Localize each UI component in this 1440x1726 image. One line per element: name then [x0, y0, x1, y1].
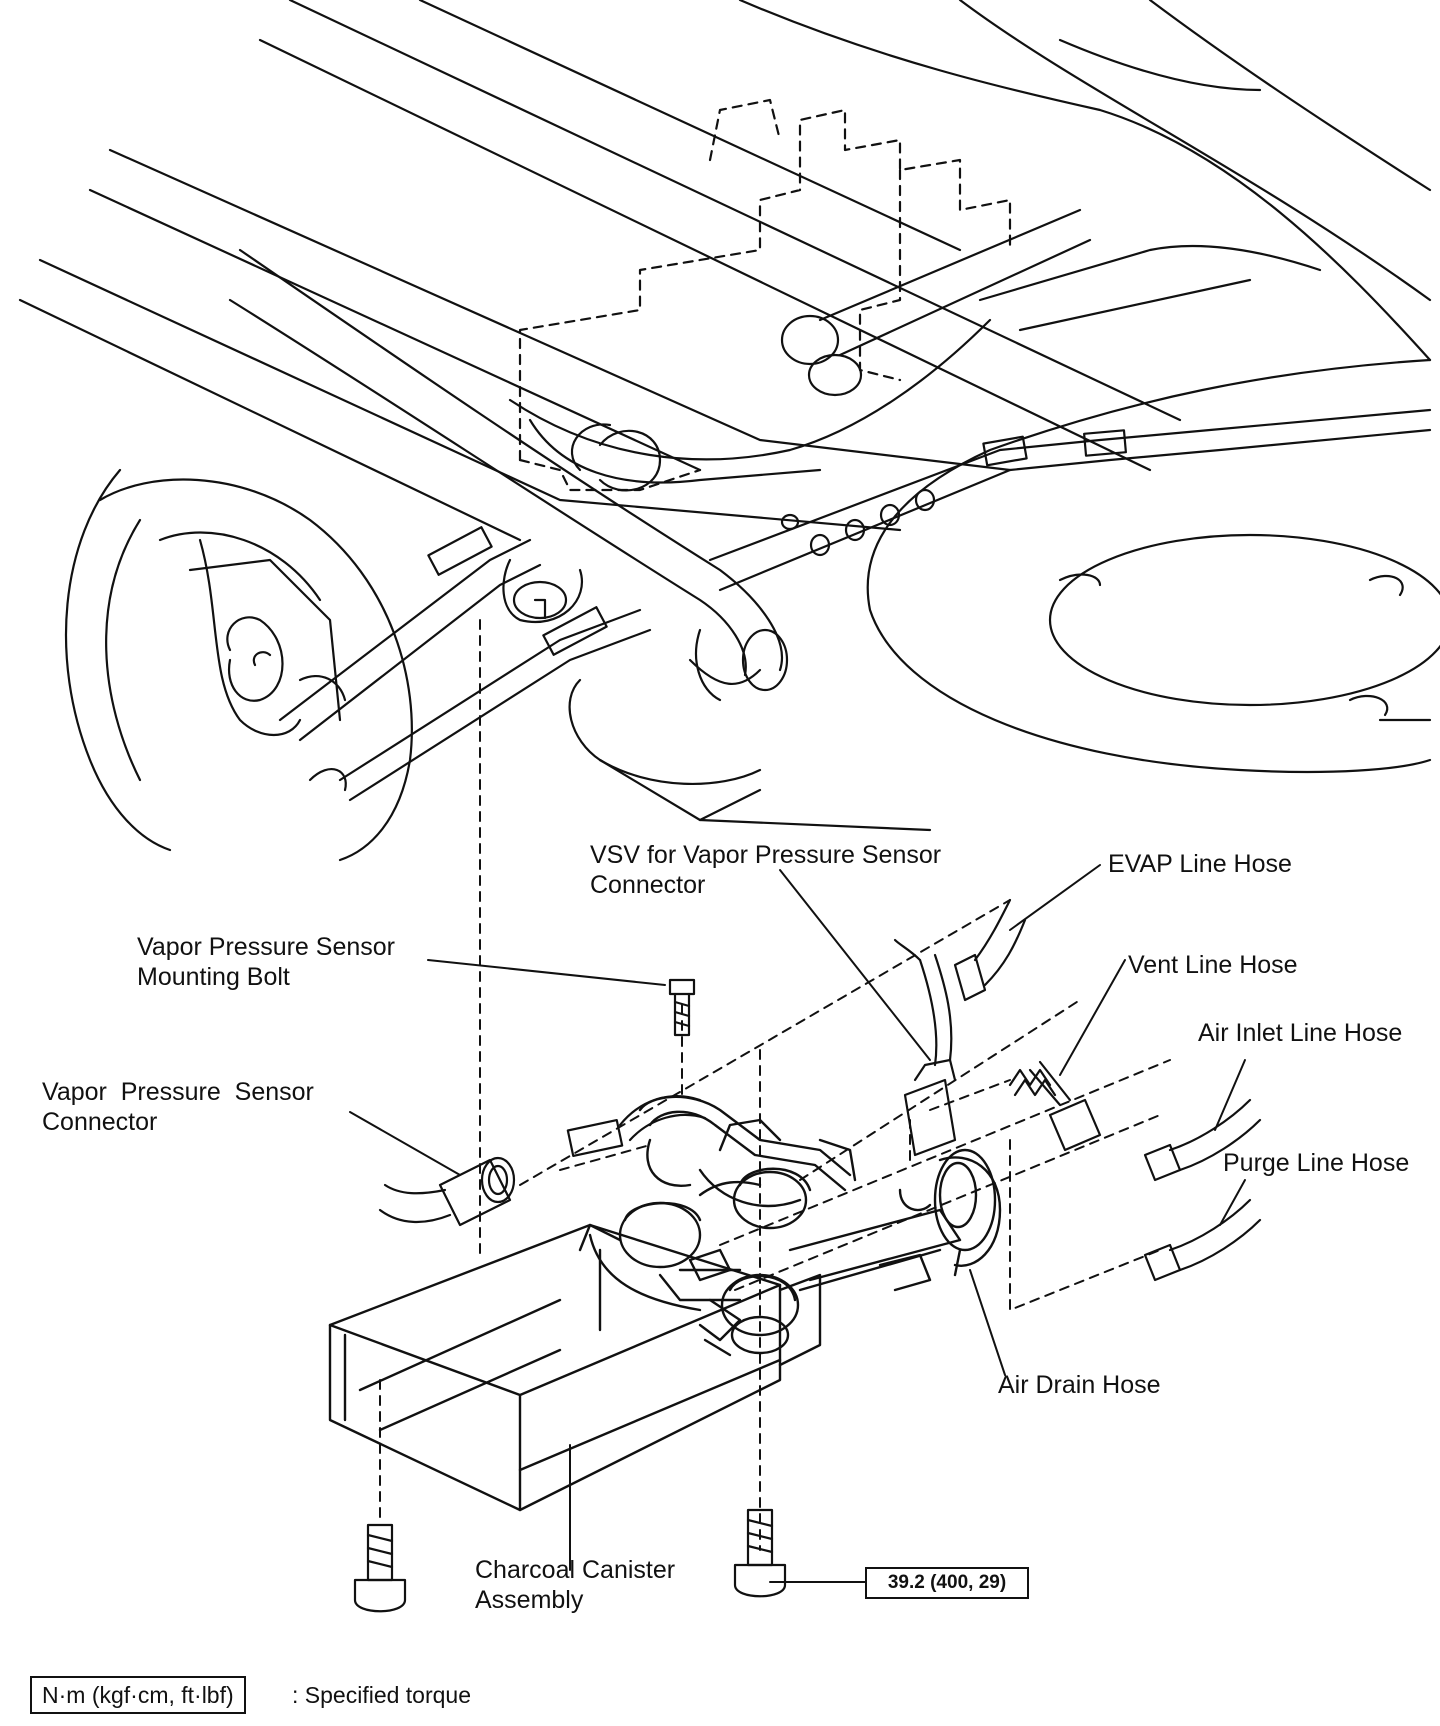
vapor-pressure-sensor-connector	[378, 1156, 516, 1227]
sensor-on-bracket	[566, 1095, 707, 1158]
label-sensor-bolt: Vapor Pressure Sensor Mounting Bolt	[137, 932, 395, 992]
legend-meaning: : Specified torque	[292, 1682, 472, 1708]
label-sensor-bolt-line2: Mounting Bolt	[137, 963, 290, 991]
legend-unit-box: N·m (kgf·cm, ft·lbf)	[30, 1676, 246, 1714]
label-evap-hose-line1: EVAP Line Hose	[1108, 850, 1292, 878]
label-purge-hose-line1: Purge Line Hose	[1223, 1149, 1410, 1177]
label-air-drain-hose: Air Drain Hose	[998, 1370, 1161, 1400]
label-canister-line2: Assembly	[475, 1586, 584, 1614]
label-vent-hose: Vent Line Hose	[1128, 950, 1298, 980]
label-vsv-connector-line2: Connector	[590, 871, 706, 899]
air-inlet-line-hose	[1143, 1098, 1262, 1182]
label-canister-line1: Charcoal Canister	[475, 1556, 676, 1584]
label-air-drain-hose-line1: Air Drain Hose	[998, 1371, 1161, 1399]
label-air-inlet-hose-line1: Air Inlet Line Hose	[1198, 1019, 1403, 1047]
vsv-connector	[893, 938, 957, 1157]
label-sensor-connector-line2: Connector	[42, 1108, 158, 1136]
label-sensor-bolt-line1: Vapor Pressure Sensor	[137, 933, 395, 961]
label-air-inlet-hose: Air Inlet Line Hose	[1198, 1018, 1402, 1048]
label-canister: Charcoal Canister Assembly	[475, 1555, 675, 1615]
vehicle-underbody	[18, 0, 1440, 862]
leader-lines	[349, 864, 1246, 1583]
evap-line-hose	[953, 898, 1027, 1002]
alignment-lines	[379, 619, 1171, 1551]
canister-bolt-left	[353, 1523, 407, 1613]
sensor-mounting-bolt	[668, 978, 696, 1037]
label-vsv-connector: VSV for Vapor Pressure Sensor Connector	[590, 840, 941, 900]
purge-line-hose	[1143, 1198, 1262, 1282]
vent-line-hose	[1008, 1060, 1102, 1152]
label-purge-hose: Purge Line Hose	[1223, 1148, 1409, 1178]
torque-value-box: 39.2 (400, 29)	[865, 1567, 1029, 1599]
label-sensor-connector: Vapor Pressure Sensor Connector	[42, 1077, 314, 1137]
label-sensor-connector-line1: Vapor Pressure Sensor	[42, 1078, 314, 1106]
canister-bolt-right	[733, 1508, 787, 1598]
label-evap-hose: EVAP Line Hose	[1108, 849, 1292, 879]
label-vsv-connector-line1: VSV for Vapor Pressure Sensor	[590, 841, 942, 869]
label-vent-hose-line1: Vent Line Hose	[1128, 951, 1298, 979]
